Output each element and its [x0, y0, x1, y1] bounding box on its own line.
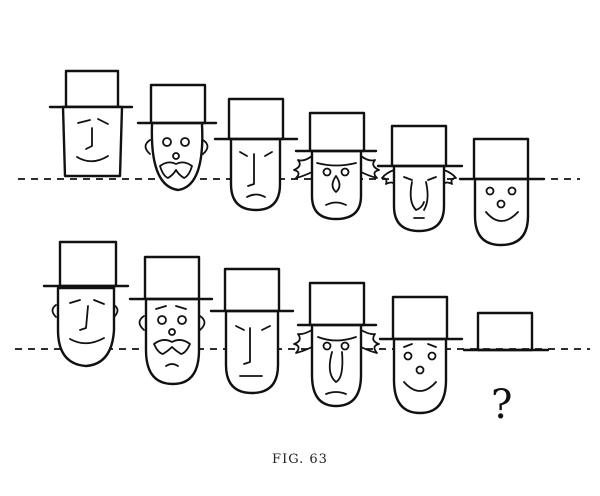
- figure-caption: FIG. 63: [272, 452, 328, 467]
- bottom-face-5: [378, 295, 464, 415]
- bottom-face-2: [128, 255, 214, 386]
- bottom-face-6-unknown: ?: [462, 311, 550, 428]
- question-mark: ?: [491, 382, 512, 428]
- top-face-3: [213, 97, 299, 212]
- top-face-1: [48, 69, 134, 178]
- top-face-6: [458, 137, 546, 247]
- top-face-5: [376, 124, 464, 233]
- top-face-2: [136, 83, 218, 192]
- bottom-face-1: [42, 240, 130, 368]
- bottom-face-4: [293, 281, 380, 408]
- top-face-4: [293, 111, 380, 221]
- bottom-face-3: [209, 267, 295, 395]
